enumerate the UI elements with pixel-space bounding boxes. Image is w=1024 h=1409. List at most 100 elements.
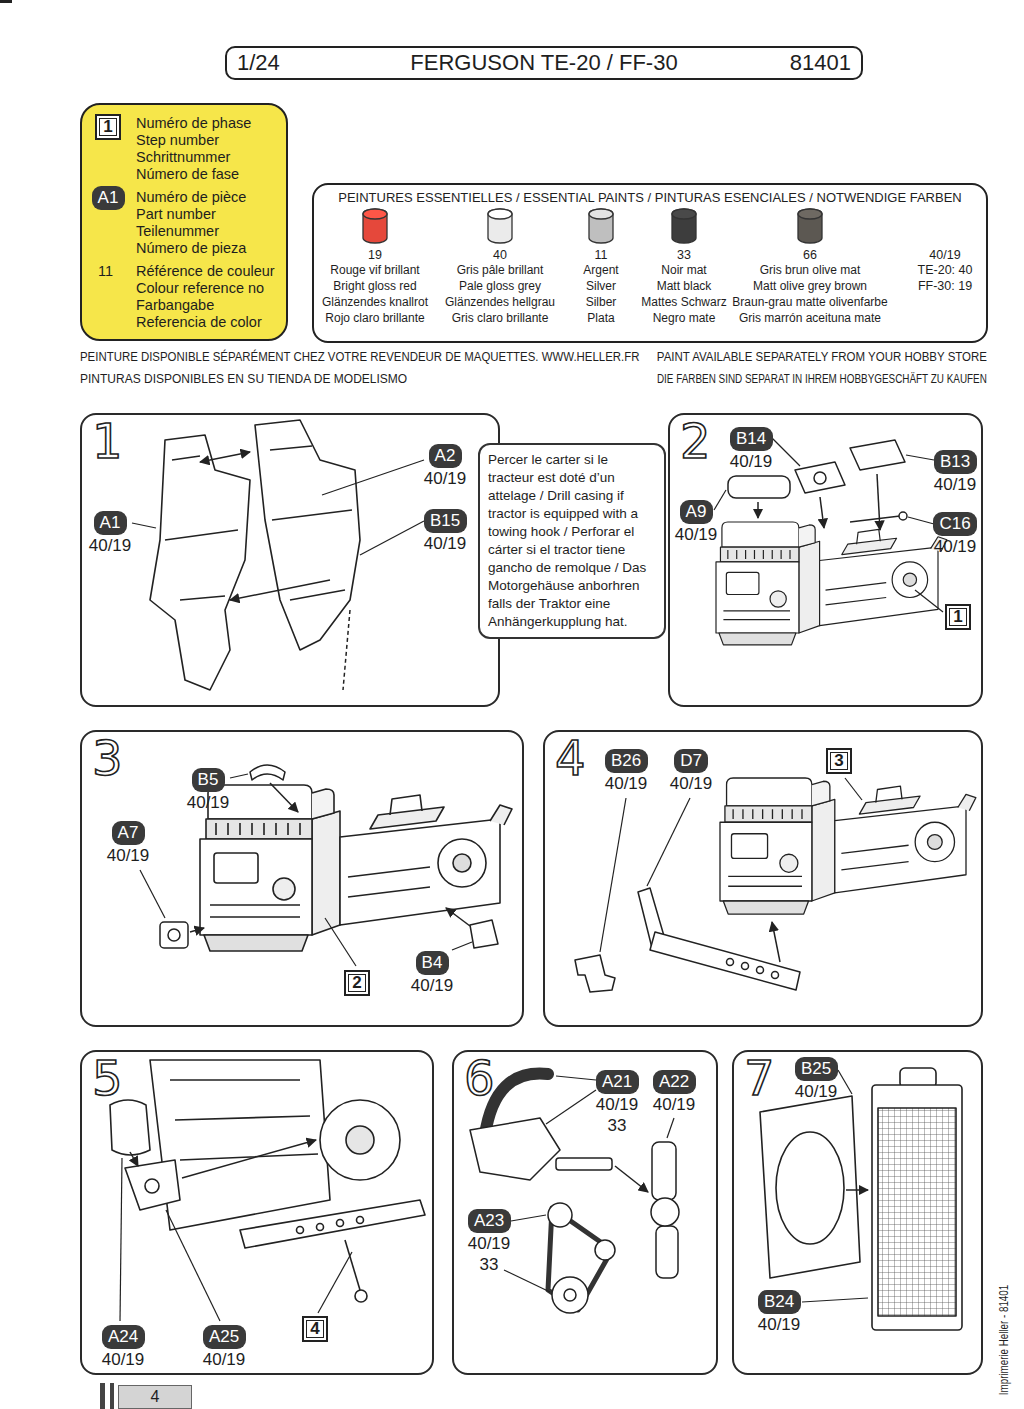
page-number: 4 <box>119 1386 191 1408</box>
engine-underside <box>110 1100 150 1155</box>
part-badge: A940/19 <box>680 500 713 524</box>
radiator <box>872 1085 962 1330</box>
paint-can <box>361 207 389 245</box>
key-text: Schrittnummer <box>136 149 230 166</box>
part-badge: B2540/19 <box>795 1057 838 1081</box>
step-ref-number: 2 <box>346 972 368 994</box>
fan-assembly <box>470 1118 560 1180</box>
engine-parts <box>742 963 749 970</box>
part-badge: A140/19 <box>94 511 127 535</box>
corner-mark <box>0 0 12 3</box>
page-bar <box>100 1383 105 1409</box>
part-number: B13 <box>934 450 977 474</box>
step-number: 4 <box>555 734 586 782</box>
leader-line <box>230 774 248 778</box>
fan-assembly <box>652 1142 676 1200</box>
part-number: A1 <box>94 511 127 535</box>
colour-ref: 40/19 <box>605 774 648 794</box>
part-number: A23 <box>468 1209 511 1233</box>
paint-can <box>587 207 615 245</box>
paint-number: 66 <box>788 248 832 263</box>
assembly-arrow <box>270 783 298 812</box>
part-number: B15 <box>424 509 467 533</box>
paint-can <box>670 207 698 245</box>
leader-line <box>908 517 934 524</box>
footer-note: PAINT AVAILABLE SEPARATELY FROM YOUR HOB… <box>657 350 987 364</box>
assembly-arrow <box>200 452 350 690</box>
assembly-arrow <box>190 783 470 932</box>
leader-line <box>452 942 472 950</box>
leader-line <box>318 1252 352 1313</box>
engine-parts <box>470 920 498 948</box>
engine-parts <box>728 476 790 498</box>
paint-name: Pale gloss grey <box>459 279 541 293</box>
page-bar <box>110 1383 114 1409</box>
leader-line <box>166 1210 220 1321</box>
step-panel: 5A2440/19A2540/194 <box>80 1050 434 1375</box>
paint-swatch <box>672 209 696 243</box>
engine-underside <box>345 1240 360 1290</box>
paint-name: Silber <box>586 295 617 309</box>
part-badge: C1640/19 <box>933 512 977 536</box>
engine-drawing <box>200 785 512 951</box>
part-number: B4 <box>416 951 449 975</box>
casing-halves <box>150 435 250 690</box>
key-text: Step number <box>136 132 219 149</box>
header-text: FERGUSON TE-20 / FF-30 <box>410 49 677 77</box>
paint-name: Gris claro brillante <box>452 311 549 325</box>
engine-parts <box>650 932 800 990</box>
fan-assembly <box>564 1289 576 1301</box>
footer-note: PINTURAS DISPONIBLES EN SU TIENDA DE MOD… <box>80 372 407 386</box>
step-ref-box: 1 <box>945 604 971 630</box>
paint-ref: TE-20: 40 <box>918 263 973 278</box>
fan-assembly <box>556 1158 612 1170</box>
step-panel: 6A2140/1933A2240/19A2340/1933 <box>452 1050 718 1375</box>
paint-name: Glänzendes hellgrau <box>445 295 555 309</box>
assembly-arrow <box>343 610 350 690</box>
paint-name: Bright gloss red <box>333 279 416 293</box>
part-number: A7 <box>112 821 145 845</box>
paint-number: 40 <box>478 248 522 263</box>
leader-line <box>667 1118 674 1138</box>
engine-parts <box>168 929 180 941</box>
engine-parts <box>795 462 845 493</box>
assembly-arrow <box>877 474 880 530</box>
assembly-arrow <box>200 452 250 462</box>
engine-parts <box>814 472 826 484</box>
paint-name: Mattes Schwarz <box>641 295 726 309</box>
assembly-arrow <box>130 1140 316 1178</box>
paint-name: Glänzendes knallrot <box>322 295 428 309</box>
assembly-arrow <box>446 908 470 926</box>
fan-assembly <box>470 1074 679 1313</box>
colour-ref: 33 <box>480 1255 499 1275</box>
part-badge: A2540/19 <box>203 1325 246 1349</box>
paint-name: Gris marrón aceituna mate <box>739 311 881 325</box>
page-number-box: 4 <box>118 1385 192 1409</box>
step-number: 3 <box>92 734 123 782</box>
part-badge: B540/19 <box>192 768 225 792</box>
part-number: A24 <box>102 1325 145 1349</box>
step-number: 1 <box>92 417 123 465</box>
part-badge: A2340/1933 <box>468 1209 511 1233</box>
leader-line <box>802 1298 868 1302</box>
engine-parts <box>727 959 734 966</box>
leader-line <box>511 1215 546 1221</box>
radiator <box>776 1132 844 1244</box>
leader-line <box>915 590 943 612</box>
key-text: 11 <box>98 263 113 280</box>
assembly-arrow <box>846 1189 868 1191</box>
engine-parts <box>899 512 907 520</box>
paint-name: Gris brun olive mat <box>760 263 861 277</box>
key-text: Referencia de color <box>136 314 262 331</box>
leader-line <box>838 1070 852 1094</box>
colour-ref: 40/19 <box>758 1315 801 1335</box>
part-badge: B2440/19 <box>758 1290 801 1314</box>
assembly-arrow <box>820 497 824 528</box>
part-number: C16 <box>933 512 977 536</box>
step-ref-number: 3 <box>828 750 850 772</box>
part-badge: A1 <box>92 186 125 210</box>
engine-parts <box>160 922 188 948</box>
note-text: Percer le carter si le tracteur est doté… <box>488 451 656 631</box>
part-number: B25 <box>795 1057 838 1081</box>
step-panel: 7B2540/19B2440/19 <box>732 1050 983 1375</box>
